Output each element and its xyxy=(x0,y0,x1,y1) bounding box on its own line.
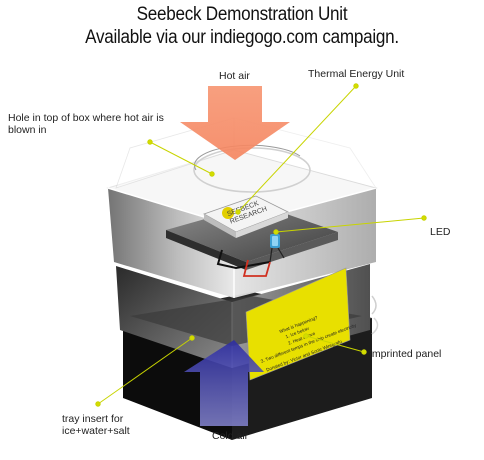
title-line1: Seebeck Demonstration Unit xyxy=(136,4,348,25)
chip-dot-icon xyxy=(222,207,234,219)
imprinted-panel-label: Imprinted panel xyxy=(369,348,442,360)
hole-label: Hole in top of box where hot air is blow… xyxy=(8,112,164,136)
led-icon xyxy=(269,234,285,263)
callout-lines xyxy=(95,83,427,407)
red-wire xyxy=(242,259,271,277)
cold-air-arrow xyxy=(184,340,264,426)
cold-air-label: Cold air xyxy=(212,430,249,442)
tray-label: tray insert for ice+water+salt xyxy=(62,413,130,437)
hot-air-label: Hot air xyxy=(219,70,250,82)
led-label: LED xyxy=(430,226,451,238)
black-wire xyxy=(216,249,271,270)
thermal-energy-unit-label: Thermal Energy Unit xyxy=(308,68,405,80)
title-line2: Available via our indiegogo.com campaign… xyxy=(85,27,399,48)
hot-air-arrow xyxy=(180,86,290,160)
